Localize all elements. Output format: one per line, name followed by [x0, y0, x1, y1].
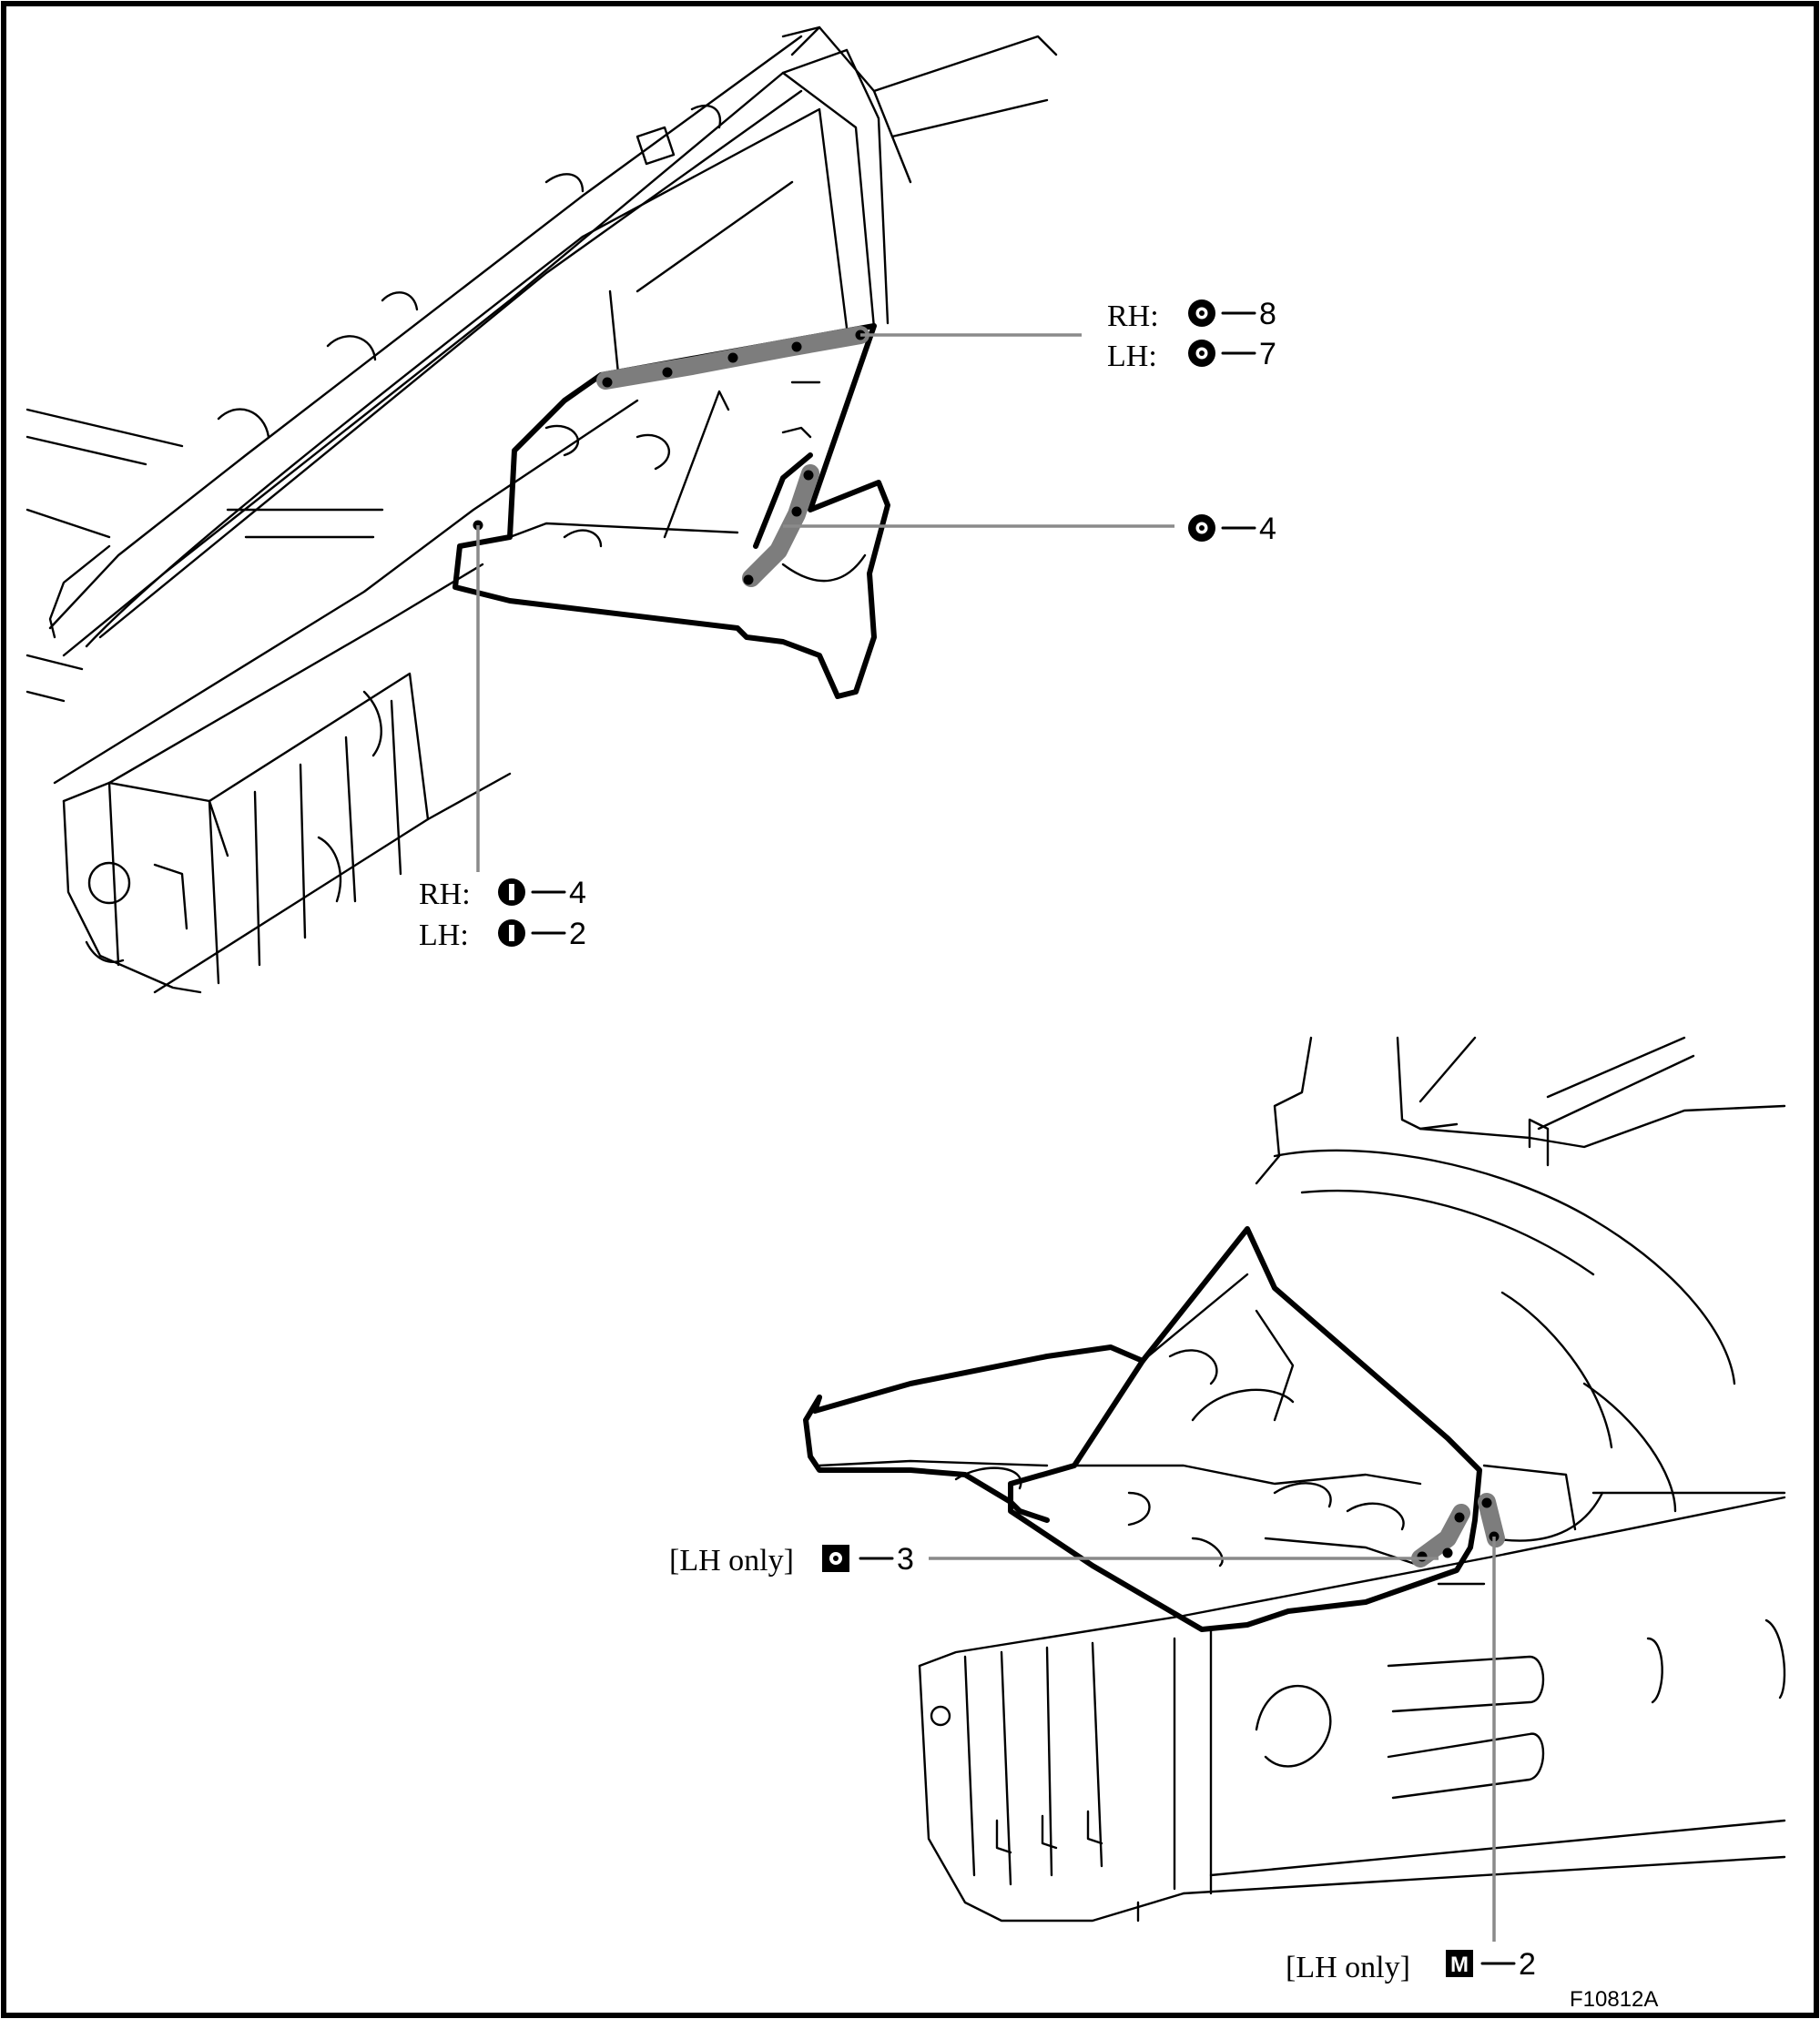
callout-lower-rh-label: RH: [419, 878, 471, 911]
callout-lh-only-a-label: [LH only] [669, 1544, 794, 1578]
callout-lower-lh-label: LH: [419, 918, 469, 952]
callout-upper-lh-count: 7 [1259, 337, 1276, 371]
callout-rear-flange-count: 4 [1259, 512, 1276, 546]
spot-weld-circle-icon [1188, 514, 1215, 542]
callout-lower-lh-count: 2 [569, 917, 586, 951]
square-spot-weld-icon [822, 1545, 849, 1572]
callout-lh-only-a-count: 3 [897, 1542, 914, 1577]
callout-lower-rh-count: 4 [569, 876, 586, 910]
callout-upper-rh-count: 8 [1259, 297, 1276, 331]
callout-upper-rh-label: RH: [1107, 299, 1159, 333]
spot-weld-circle-icon [1188, 299, 1215, 327]
plug-weld-filled-icon [498, 878, 525, 906]
callout-upper-lh-label: LH: [1107, 340, 1157, 373]
callout-lh-only-a: [LH only] 3 [669, 1542, 914, 1578]
callout-rear-flange: 4 [1188, 512, 1276, 546]
lower-lh-welds [1411, 1493, 1505, 1568]
callout-lower-seam: RH: 4 LH: 2 [419, 876, 586, 952]
spot-weld-circle-icon [1188, 340, 1215, 367]
callout-lh-only-b-count: 2 [1519, 1947, 1536, 1982]
callout-lh-only-b: [LH only] M 2 [1286, 1947, 1536, 1984]
figure-code: F10812A [1570, 1987, 1658, 2012]
upper-view-drawing [25, 25, 1058, 994]
plug-weld-filled-icon [498, 919, 525, 947]
callout-upper-seam: RH: 8 LH: 7 [1107, 297, 1276, 373]
upper-seam-welds [596, 326, 869, 390]
callout-lh-only-b-label: [LH only] [1286, 1951, 1410, 1984]
rear-flange-welds [742, 464, 819, 587]
lower-view-drawing [803, 1036, 1786, 1923]
m-glyph: M [1450, 1953, 1469, 1977]
mig-weld-m-icon: M [1446, 1950, 1473, 1977]
